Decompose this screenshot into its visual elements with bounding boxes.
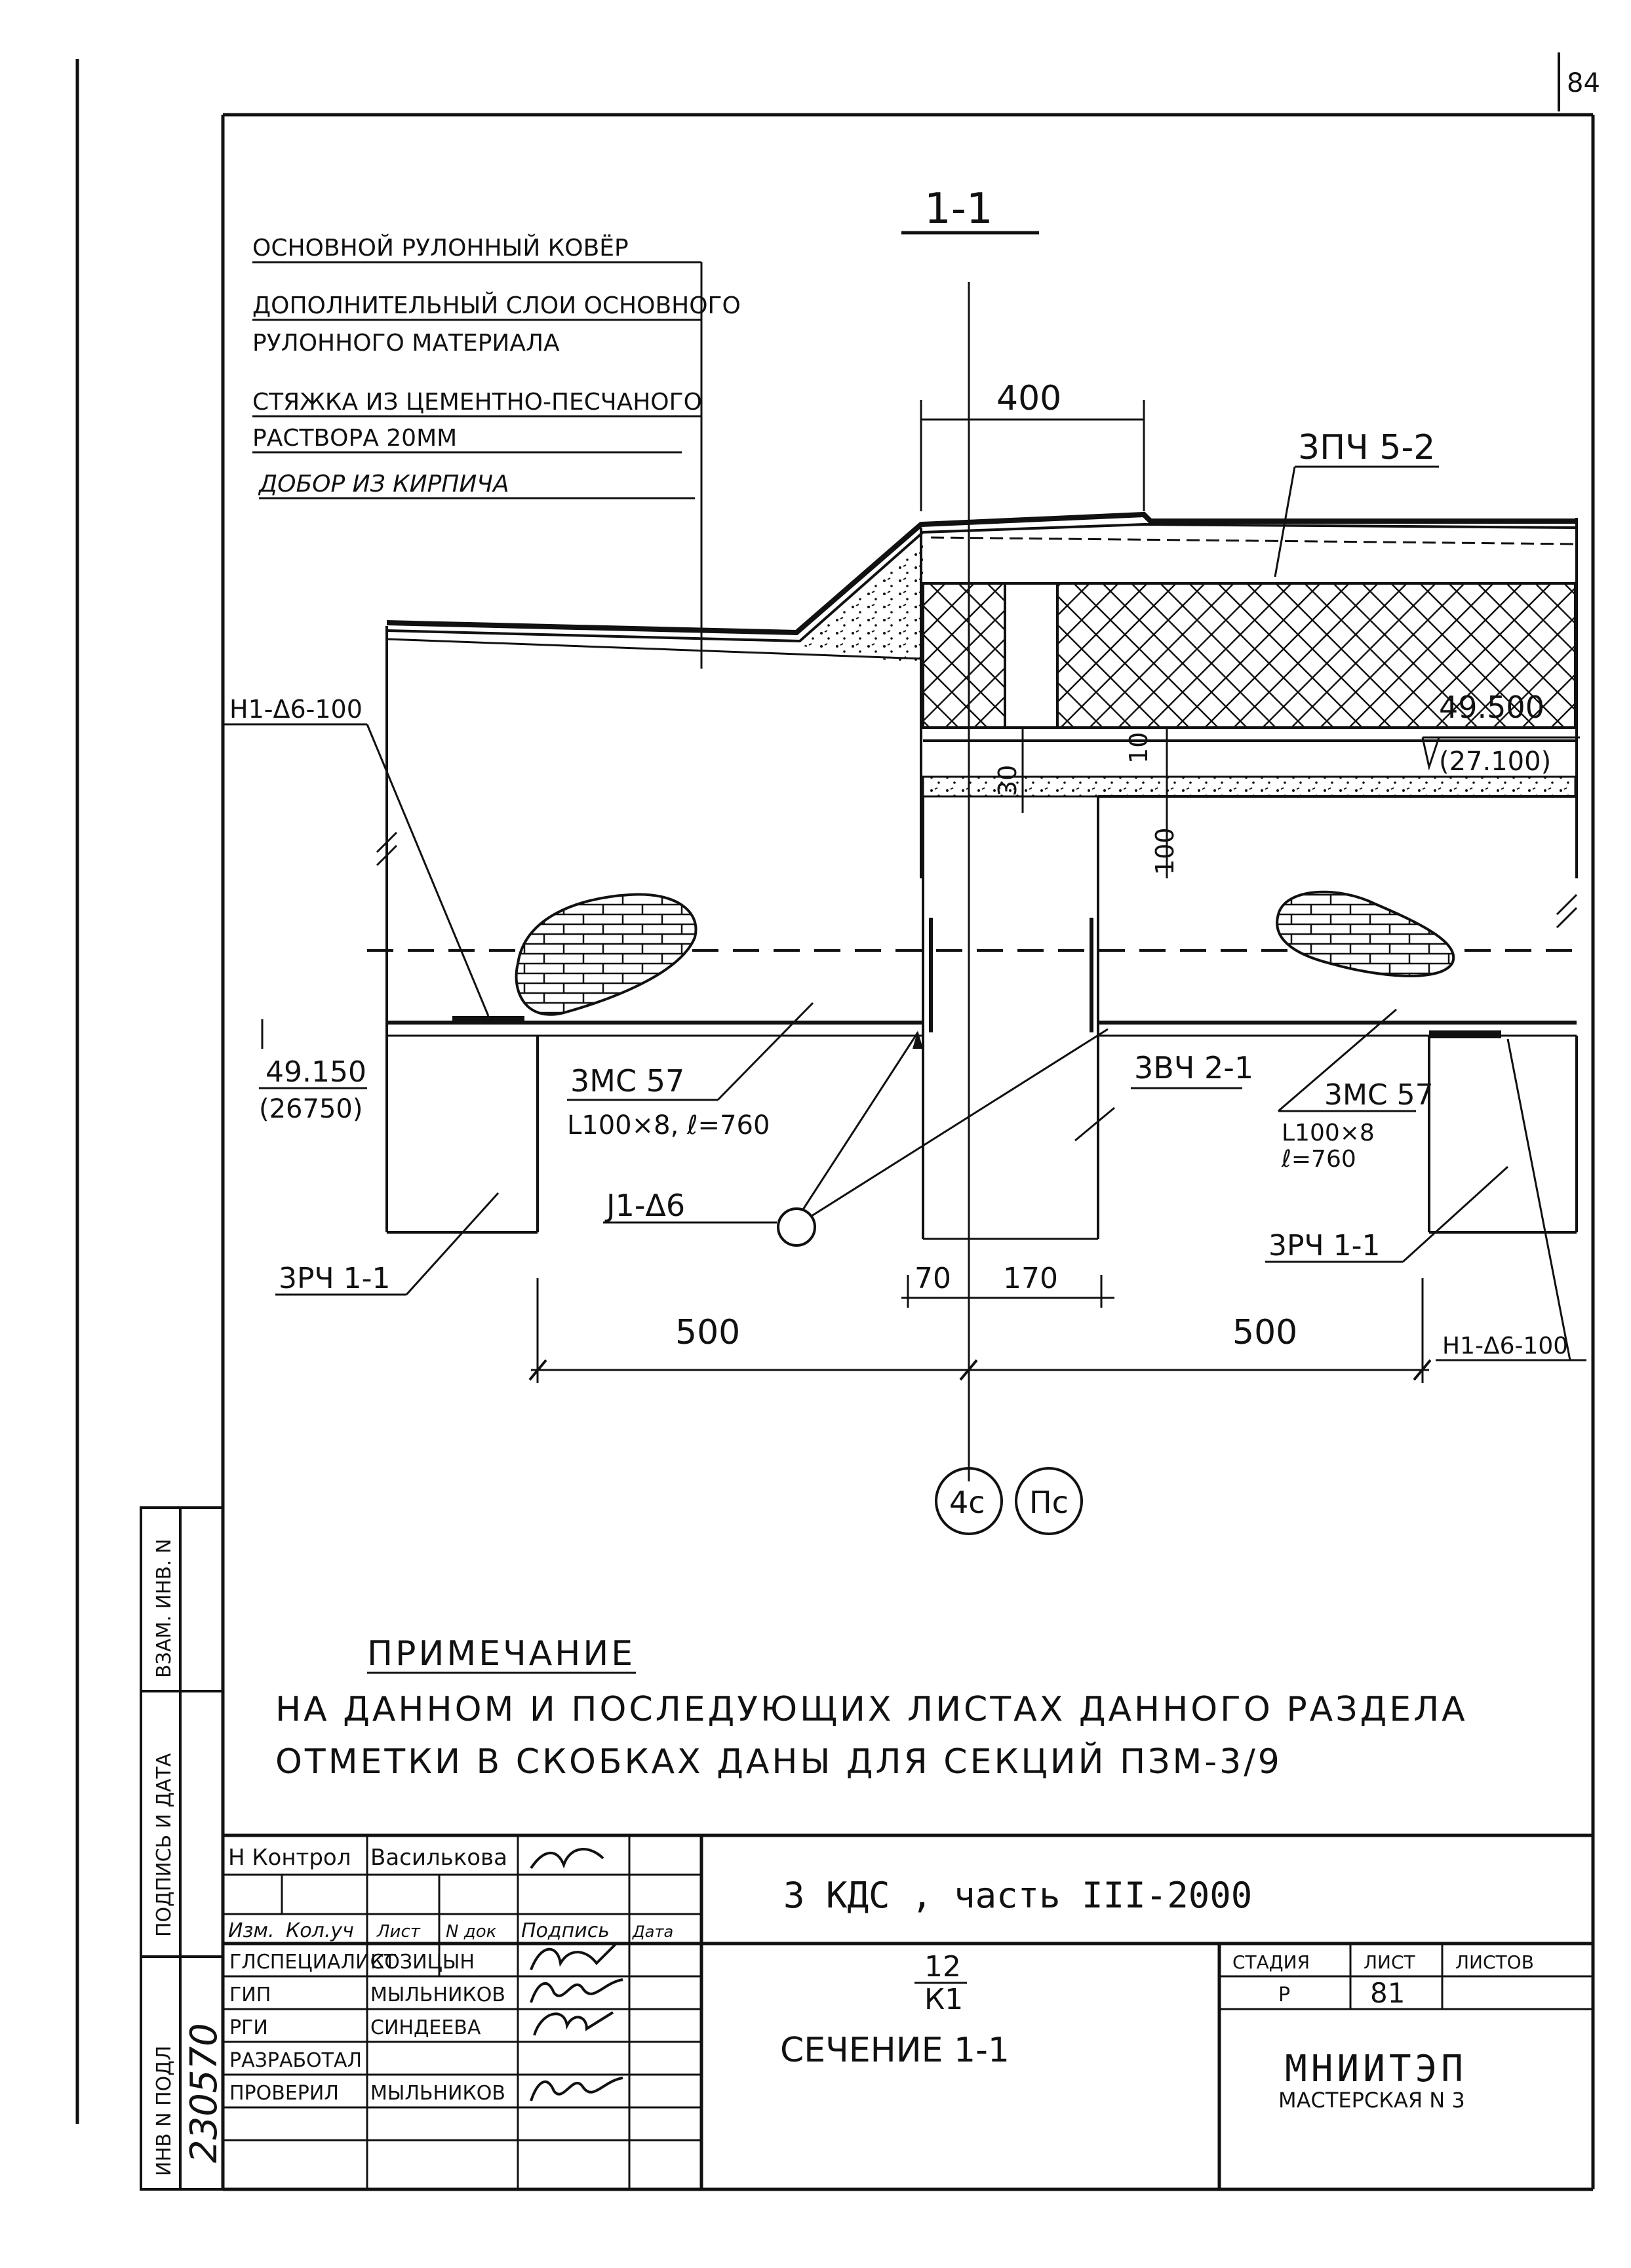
- svg-text:Ј1-Δ6: Ј1-Δ6: [604, 1188, 685, 1223]
- note-line: НА ДАННОМ И ПОСЛЕДУЮЩИХ ЛИСТАХ ДАННОГО Р…: [275, 1690, 1468, 1729]
- layer-label: ДОБОР ИЗ КИРПИЧА: [258, 471, 509, 498]
- page-number: 84: [1567, 68, 1600, 98]
- role-name: МЫЛЬНИКОВ: [370, 1984, 505, 2006]
- svg-text:49.150: 49.150: [265, 1055, 366, 1089]
- role-label: ПРОВЕРИЛ: [229, 2082, 339, 2105]
- layer-label: РАСТВОРА 20ММ: [252, 425, 457, 452]
- svg-text:400: 400: [996, 379, 1061, 418]
- svg-text:81: 81: [1370, 1977, 1405, 2009]
- svg-text:Пс: Пс: [1029, 1485, 1069, 1520]
- h1-right-callout: Н1-Δ6-100: [1442, 1333, 1568, 1359]
- svg-text:L100×8, ℓ=760: L100×8, ℓ=760: [567, 1110, 770, 1141]
- elevation-left: 49.150 (26750): [259, 1019, 367, 1124]
- j1-callout: Ј1-Δ6: [603, 1028, 1109, 1247]
- roofing-carpet: [385, 511, 1577, 1232]
- side-stamp: ВЗАМ. ИНВ. N ПОДПИСЬ И ДАТА ИНВ N ПОДЛ 2…: [140, 1506, 226, 2191]
- drawing-code-num: 12: [924, 1950, 961, 1984]
- dimension-400: 400: [920, 379, 1145, 511]
- note-line: ОТМЕТКИ В СКОБКАХ ДАНЫ ДЛЯ СЕКЦИЙ ПЗМ-3/…: [275, 1742, 1282, 1782]
- svg-text:500: 500: [675, 1313, 740, 1352]
- beams: [367, 795, 1586, 1240]
- project-title: 3 КДС , часть III-2000: [783, 1875, 1252, 1916]
- svg-text:30: 30: [993, 765, 1022, 796]
- sheet-title: СЕЧЕНИЕ 1-1: [780, 2031, 1010, 2070]
- drawing-code-den: К1: [924, 1983, 963, 2016]
- workshop: МАСТЕРСКАЯ N 3: [1278, 2088, 1465, 2113]
- svg-text:Кол.уч: Кол.уч: [286, 1919, 354, 1942]
- mc57-right-callout: 3МС 57 L100×8 ℓ=760: [1278, 1008, 1434, 1173]
- brick-patch-right: [1276, 890, 1455, 977]
- svg-text:N док: N док: [446, 1922, 497, 1942]
- dimension-500: 500 500: [528, 1278, 1432, 1383]
- role-name: МЫЛЬНИКОВ: [370, 2082, 505, 2105]
- dimension-70-170: 70 170: [901, 1262, 1114, 1308]
- svg-text:Изм.: Изм.: [228, 1919, 275, 1942]
- role-label: РАЗРАБОТАЛ: [229, 2049, 362, 2072]
- elevation-right: 49.500 (27.100): [1421, 690, 1580, 777]
- break-mark: [376, 831, 398, 867]
- insulation-block: [922, 518, 1578, 878]
- svg-text:Лист: Лист: [376, 1922, 421, 1942]
- axis-markers: 4с Пс: [935, 1467, 1083, 1535]
- role-label: ГЛСПЕЦИАЛИСТ: [229, 1951, 397, 1974]
- svg-text:ЛИСТОВ: ЛИСТОВ: [1455, 1951, 1534, 1973]
- svg-text:ВЗАМ. ИНВ. N: ВЗАМ. ИНВ. N: [153, 1539, 176, 1678]
- svg-text:ИНВ N ПОДЛ: ИНВ N ПОДЛ: [153, 2046, 176, 2176]
- note-title: ПРИМЕЧАНИЕ: [367, 1634, 635, 1673]
- role-label: ГИП: [229, 1984, 271, 2006]
- h1-left-callout: Н1-Δ6-100: [229, 695, 363, 724]
- svg-text:ПОДПИСЬ И ДАТА: ПОДПИСЬ И ДАТА: [153, 1753, 176, 1937]
- inv-number: 230570: [183, 2023, 226, 2163]
- rch-right-callout: 3РЧ 1-1: [1268, 1229, 1381, 1262]
- nkontrol-label: Н Контрол: [228, 1845, 351, 1871]
- signature: [530, 1848, 604, 1869]
- dimension-small: 30 10 100: [993, 728, 1179, 878]
- svg-text:500: 500: [1232, 1313, 1297, 1352]
- axis-bubble: [1015, 1467, 1083, 1535]
- layer-label: РУЛОННОГО МАТЕРИАЛА: [252, 330, 560, 357]
- svg-text:3МС 57: 3МС 57: [570, 1063, 684, 1099]
- svg-text:4с: 4с: [949, 1485, 985, 1520]
- role-label: РГИ: [229, 2016, 268, 2039]
- rch-left-callout: 3РЧ 1-1: [279, 1262, 391, 1295]
- layer-label: ОСНОВНОЙ РУЛОННЫЙ КОВЁР: [252, 234, 629, 262]
- svg-text:Подпись: Подпись: [521, 1919, 610, 1942]
- signature: [530, 1942, 618, 1970]
- section-mark: 1-1: [924, 185, 993, 233]
- mc57-left-callout: 3МС 57 L100×8, ℓ=760: [567, 1002, 814, 1141]
- svg-text:СТАДИЯ: СТАДИЯ: [1232, 1951, 1310, 1973]
- svg-text:ЛИСТ: ЛИСТ: [1364, 1951, 1416, 1973]
- svg-text:70: 70: [914, 1262, 951, 1295]
- svg-text:10: 10: [1124, 732, 1153, 764]
- svg-text:Дата: Дата: [632, 1923, 673, 1941]
- svg-text:(26750): (26750): [259, 1094, 363, 1124]
- svg-text:170: 170: [1003, 1262, 1058, 1295]
- svg-text:(27.100): (27.100): [1439, 747, 1551, 777]
- brick-patch-left: [515, 893, 698, 1016]
- svg-text:Р: Р: [1278, 1984, 1290, 2006]
- layer-label: ДОПОЛНИТЕЛЬНЫЙ СЛОИ ОСНОВНОГО: [252, 292, 741, 319]
- role-name: КОЗИЦЫН: [370, 1951, 475, 1974]
- signature: [533, 2011, 614, 2036]
- svg-text:3МС 57: 3МС 57: [1324, 1078, 1434, 1112]
- bch-callout: 3ВЧ 2-1: [1134, 1050, 1253, 1085]
- svg-text:49.500: 49.500: [1439, 690, 1544, 725]
- organization: МНИИТЭП: [1285, 2048, 1467, 2090]
- layer-label: СТЯЖКА ИЗ ЦЕМЕНТНО-ПЕСЧАНОГО: [252, 389, 702, 416]
- break-mark: [1556, 893, 1578, 929]
- svg-text:100: 100: [1150, 827, 1179, 875]
- nkontrol-name: Васильковa: [370, 1845, 507, 1871]
- signature: [530, 2077, 623, 2102]
- panel-callout: 3ПЧ 5-2: [1298, 428, 1435, 467]
- layer-labels: ОСНОВНОЙ РУЛОННЫЙ КОВЁР ДОПОЛНИТЕЛЬНЫЙ С…: [252, 234, 741, 669]
- title-block: Н Контрол Васильковa Изм. Кол.уч Лист N …: [223, 1833, 1593, 2191]
- axis-bubble: [935, 1467, 1003, 1535]
- svg-text:L100×8: L100×8: [1282, 1120, 1375, 1146]
- role-name: СИНДЕЕВА: [370, 2016, 481, 2039]
- signature: [530, 1978, 623, 2003]
- svg-text:ℓ=760: ℓ=760: [1281, 1146, 1356, 1173]
- note-block: ПРИМЕЧАНИЕ НА ДАННОМ И ПОСЛЕДУЮЩИХ ЛИСТА…: [275, 1634, 1468, 1782]
